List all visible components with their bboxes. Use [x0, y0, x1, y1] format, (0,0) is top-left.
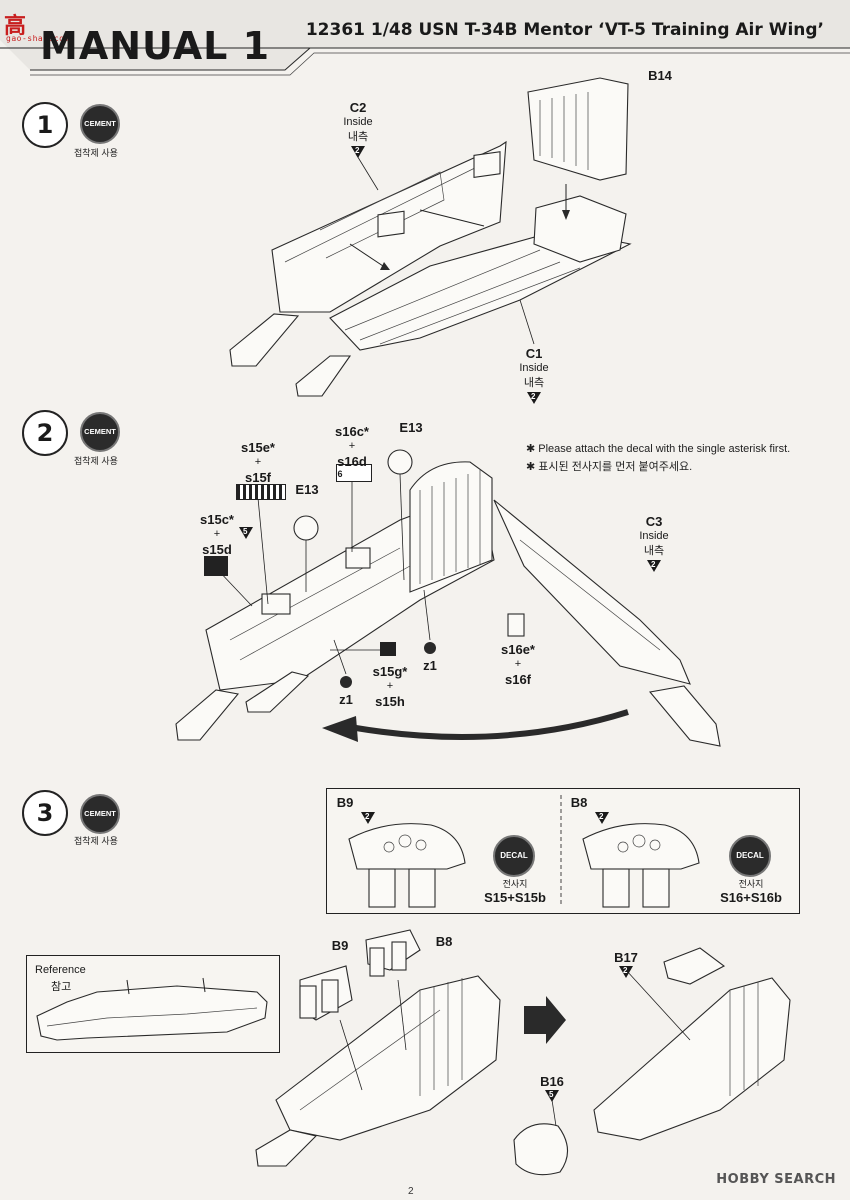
qty-badge-5: 5 — [238, 526, 254, 539]
decal-s15g-art — [380, 642, 396, 656]
note-asterisk-en: ✱ Please attach the decal with the singl… — [526, 443, 791, 455]
label-s15e-s15f: s15e*+s15f — [241, 440, 275, 485]
step-1-cement-icon: CEMENT — [80, 104, 120, 144]
label-c1: C1 Inside 내측 2 — [514, 346, 554, 404]
label-z1-left: z1 — [339, 692, 353, 707]
decal-box-b8-qty: 2 — [595, 811, 609, 824]
step-2-number: 2 — [22, 410, 68, 456]
header-bar: 高 gao-shan.com MANUAL 1 12361 1/48 USN T… — [0, 0, 850, 78]
step-3-cement-caption: 접착제 사용 — [74, 836, 118, 846]
label-c3: C3 Inside 내측 2 — [634, 514, 674, 572]
b14-bulkhead — [527, 77, 629, 181]
decal-box-drawing — [348, 795, 700, 908]
header-banner-graphic — [0, 0, 850, 76]
step-1-cement-caption: 접착제 사용 — [74, 148, 118, 158]
page-number: 2 — [408, 1186, 414, 1197]
step-2-drawing — [175, 449, 721, 747]
step-3-fuselage-result — [593, 977, 791, 1141]
step-3-cement-icon: CEMENT — [80, 794, 120, 834]
decal-application-box: B9 2 DECAL 전사지 S15+S15b B8 2 DECAL 전사지 S… — [326, 788, 800, 914]
decal-icon-b9: DECAL — [493, 835, 535, 877]
rear-bulkhead — [409, 461, 493, 593]
decal-box-b9-qty: 2 — [361, 811, 375, 824]
qty-badge-6: 6 — [337, 469, 343, 479]
decal-box-b9-label: B9 — [336, 795, 354, 810]
label-b16: B16 5 — [534, 1074, 570, 1102]
label-s15g-s15h: s15g*+s15h — [372, 664, 408, 709]
label-s15c-s15d: s15c*+s15d — [200, 512, 234, 557]
b16-part — [513, 1123, 569, 1176]
decal-tag-b8: 전사지 S16+S16b — [720, 879, 782, 905]
label-c2: C2 Inside 내측 2 — [338, 100, 378, 158]
decal-s16e-art — [507, 613, 525, 637]
step-3-number: 3 — [22, 790, 68, 836]
label-s16e-s16f: s16e*+s16f — [501, 642, 535, 687]
c3-gear-strut — [648, 685, 721, 747]
step-1-drawing — [229, 77, 632, 397]
decal-s15e-art — [236, 484, 286, 500]
z1-knob-left — [340, 676, 352, 688]
label-b9: B9 — [331, 938, 349, 953]
reference-drawing — [36, 977, 268, 1041]
b14-box — [533, 195, 627, 263]
label-e13-left: E13 — [295, 482, 319, 497]
label-e13-top: E13 — [399, 420, 423, 435]
kit-title: 12361 1/48 USN T-34B Mentor ‘VT-5 Traini… — [305, 20, 824, 40]
label-b14: B14 — [648, 68, 672, 83]
reference-label-kr: 참고 — [51, 981, 72, 993]
watermark-logo: 高 — [4, 14, 27, 39]
decal-s16c-art — [336, 464, 372, 482]
note-asterisk-kr: ✱ 표시된 전사지를 먼저 붙여주세요. — [526, 461, 693, 473]
b17-part — [663, 947, 726, 985]
label-s16c-s16d: s16c*+s16d — [335, 424, 369, 469]
decal-box-b8-label: B8 — [570, 795, 588, 810]
c3-side-panel — [493, 499, 691, 685]
z1-knob-right — [424, 642, 436, 654]
step-2-cement-caption: 접착제 사용 — [74, 456, 118, 466]
label-b17: B17 2 — [608, 950, 644, 978]
step-2-cement-icon: CEMENT — [80, 412, 120, 452]
label-b8: B8 — [435, 934, 453, 949]
reference-box: Reference 참고 — [26, 955, 280, 1053]
hobby-search-brand: HOBBY SEARCH — [716, 1172, 836, 1187]
label-z1-right: z1 — [423, 658, 437, 673]
decal-s15c-art — [204, 556, 228, 576]
assembly-arrow — [355, 709, 629, 740]
watermark-url: gao-shan.com — [6, 34, 70, 43]
decal-tag-b9: 전사지 S15+S15b — [484, 879, 546, 905]
c1-floor-tub — [329, 229, 632, 351]
step-1-number: 1 — [22, 102, 68, 148]
reference-label: Reference — [35, 964, 86, 976]
decal-icon-b8: DECAL — [729, 835, 771, 877]
manual-title: MANUAL 1 — [40, 24, 271, 68]
